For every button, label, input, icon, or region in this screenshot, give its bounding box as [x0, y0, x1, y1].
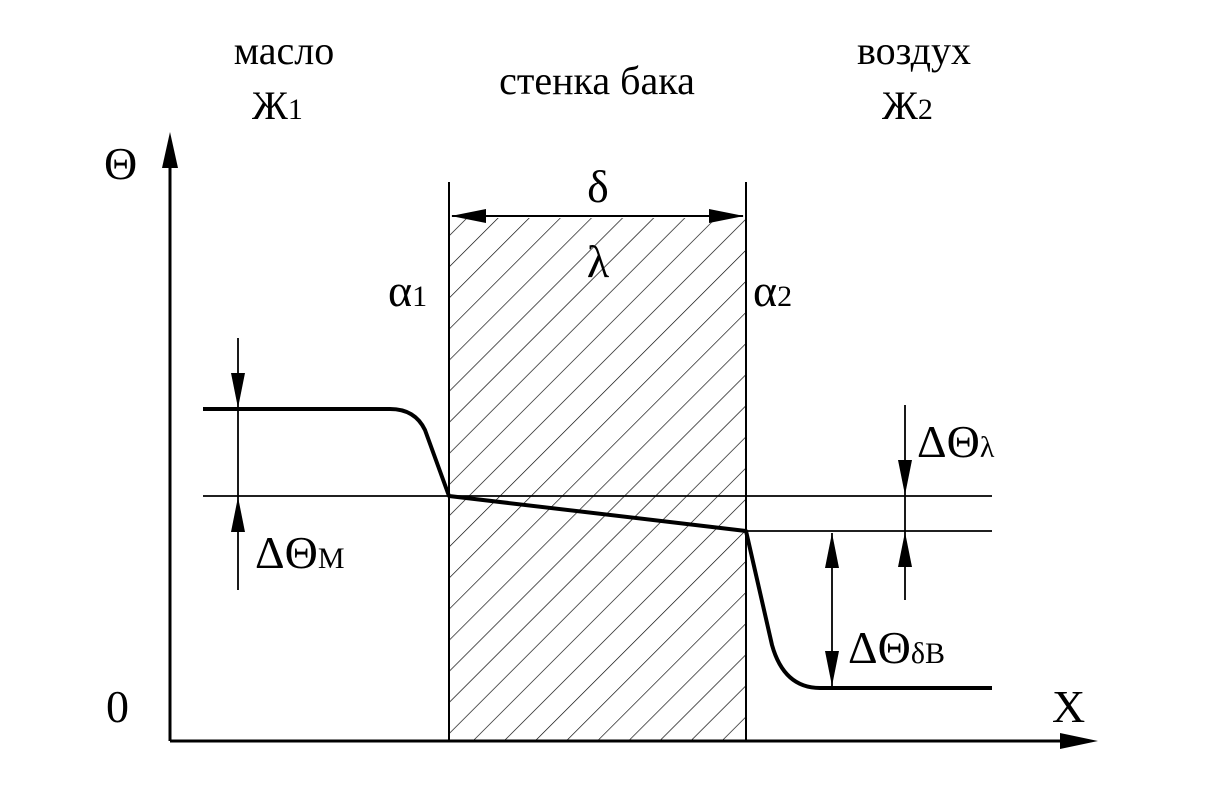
x-axis-label: X — [1052, 681, 1085, 732]
alpha2-label: α2 — [753, 265, 792, 316]
thickness-arrow-right — [709, 209, 744, 223]
air-drop-arrow-up — [825, 533, 839, 568]
air-region-id: Ж2 — [882, 83, 933, 128]
oil-drop-arrow-up — [231, 497, 245, 532]
air-drop-label: ΔΘδВ — [848, 622, 945, 673]
wall-drop-arrow-down — [898, 460, 912, 495]
origin-label: 0 — [106, 681, 129, 732]
air-region-label: воздух — [857, 28, 971, 73]
y-axis-label: Θ — [104, 138, 137, 189]
tank-wall-hatch — [449, 218, 746, 740]
alpha1-label: α1 — [388, 265, 427, 316]
air-drop-arrow-down — [825, 651, 839, 686]
oil-drop-label: ΔΘМ — [255, 527, 345, 578]
temperature-profile — [203, 407, 992, 690]
x-axis-arrow — [1060, 733, 1098, 749]
wall-region-label: стенка бака — [499, 58, 695, 103]
wall-drop-arrow-up — [898, 532, 912, 567]
oil-drop-arrow-down — [231, 373, 245, 408]
wall-conductivity-label: λ — [587, 236, 610, 287]
oil-region-label: масло — [234, 28, 335, 73]
wall-thickness-label: δ — [587, 161, 609, 212]
wall-drop-label: ΔΘλ — [917, 416, 995, 467]
oil-region-id: Ж1 — [252, 83, 303, 128]
y-axis-arrow — [162, 132, 178, 168]
thickness-arrow-left — [451, 209, 486, 223]
